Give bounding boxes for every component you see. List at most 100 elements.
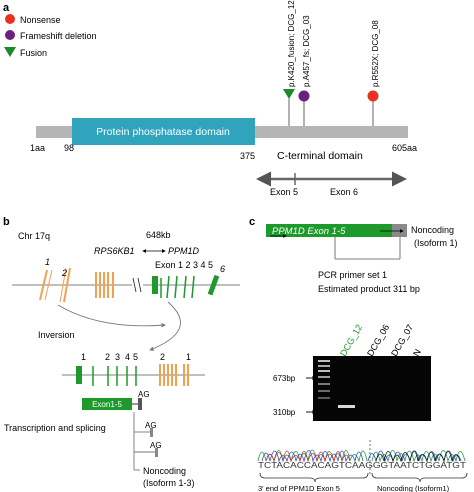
exon1-5-box [82,398,132,410]
rps6kb1-exon [95,272,97,298]
fusion-rps-exon [159,364,161,386]
noncoding-header: Noncoding [411,225,454,235]
ppm1d-gene: 6 [152,264,225,299]
panel-c: c PPM1D Exon 1-5 Noncoding (Isoform 1) P… [249,216,468,492]
ppm1d-exon [166,275,170,299]
distance-label: 648kb [146,230,171,240]
transcription-label: Transcription and splicing [4,423,106,433]
fusion-ppm-exon [76,366,82,384]
rps6kb1-exon [103,272,105,298]
fusion-rps-exon [183,364,185,386]
break-mark [132,277,137,293]
ag-label: AG [138,390,150,399]
fusion-exon-2: 2 [105,352,110,362]
fusion-rps-exon [187,364,189,386]
fusion-exon-1: 1 [81,352,86,362]
position-domain-end: 375 [240,151,255,161]
nonsense-marker-icon [367,90,379,102]
ladder-band [318,390,330,392]
inversion-arrow [149,301,181,351]
isoform1-header: (Isoform 1) [414,238,458,248]
ppm1d-exon-box-label: PPM1D Exon 1-5 [272,226,346,237]
frameshift-marker-icon [298,90,310,102]
trace-black [375,450,461,463]
lane-dcg06-label: DCG_06 [365,323,391,358]
legend-nonsense-label: Nonsense [20,15,61,25]
rps6kb1-exon [59,267,67,303]
isoform-exon [150,428,153,437]
position-domain-start: 98 [64,143,74,153]
lane-dcg12-label: DCG_12 [338,323,364,358]
inversion-label: Inversion [38,330,75,340]
right-brace [371,472,468,483]
noncoding-box [392,224,407,237]
marker-310bp: 310bp [273,408,296,417]
trace-blue [261,450,364,463]
fusion-rps-exon [163,364,165,386]
panel-c-letter: c [249,216,255,228]
rps6kb1-exon [63,267,71,303]
fusion-rps-exon [171,364,173,386]
exon6-label: Exon 6 [330,187,358,197]
noncoding-exon [138,398,142,410]
ladder-band [318,397,330,399]
exon1-5-label: Exon1-5 [92,400,122,409]
ladder-band [318,360,330,362]
inversion-arrow [57,304,166,328]
rps6kb1-exon [44,269,53,301]
primer-set-label: PCR primer set 1 [318,270,387,280]
ppm1d-exon [183,275,187,299]
rps6kb1-exon [39,269,48,301]
rps-exon-1-label: 1 [45,257,50,267]
fusion-rps-exon-2: 2 [160,352,165,362]
position-end: 605aa [392,143,417,153]
nonsense-legend-icon [5,14,15,24]
noncoding-caption: Noncoding (Isoform1) [377,484,450,492]
legend-frameshift-label: Frameshift deletion [20,31,97,41]
gene-left-label: RPS6KB1 [94,246,135,256]
fusion-rps-exon [167,364,169,386]
legend-fusion-label: Fusion [20,48,47,58]
rps-exon-2-label: 2 [61,268,67,278]
panel-a: a Nonsense Frameshift deletion Fusion Pr… [3,0,417,197]
frameshift-legend-icon [5,30,15,40]
fusion-legend-icon [4,47,16,57]
rps6kb1-exon [107,272,109,298]
rps6kb1-exon [99,272,101,298]
phosphatase-domain [72,118,255,145]
left-brace [259,472,369,483]
fusion-marker-icon [283,89,295,99]
c-terminal-label: C-terminal domain [277,150,363,162]
mutation-label-frameshift: p.A457_fs; DCG_03 [302,15,311,87]
ppm1d-exon-box [266,224,392,237]
sequence-text: TCTACACCACAGTCAAGGGTAATCTGGATGT [258,461,466,470]
ladder-band [318,376,330,378]
exon6-marker: 6 [220,264,225,274]
panel-b-letter: b [3,216,10,228]
rps6kb1-exon [112,272,114,298]
ppm1d-exon [207,274,220,296]
ag-label-3: AG [150,441,162,450]
fusion-rps6kb1-part [159,364,189,386]
estimated-product-label: Estimated product 311 bp [318,284,420,294]
lane-n-label: N [411,347,423,358]
position-start: 1aa [30,143,45,153]
noncoding-label: Noncoding [143,466,186,476]
mutation-label-fusion: p.K420_fusion; DCG_12 [287,0,296,87]
fusion-ppm1d-part [76,366,137,386]
ag-label-2: AG [145,421,157,430]
rps6kb1-gene: 1 2 [39,257,114,303]
marker-673bp: 673bp [273,374,296,383]
dcg12-product-band [338,405,355,408]
break-mark [137,277,142,293]
panel-b: b Chr 17q 648kb RPS6KB1 PPM1D Exon 1 2 3… [3,216,240,488]
gel-image [313,356,431,421]
ladder-band [318,383,330,385]
ladder-band [318,370,330,372]
ppm1d-exon [152,276,158,294]
isoform-exon [155,448,158,457]
fusion-exon-3: 3 [115,352,120,362]
chromosome-label: Chr 17q [18,231,50,241]
ladder-band [318,365,330,367]
